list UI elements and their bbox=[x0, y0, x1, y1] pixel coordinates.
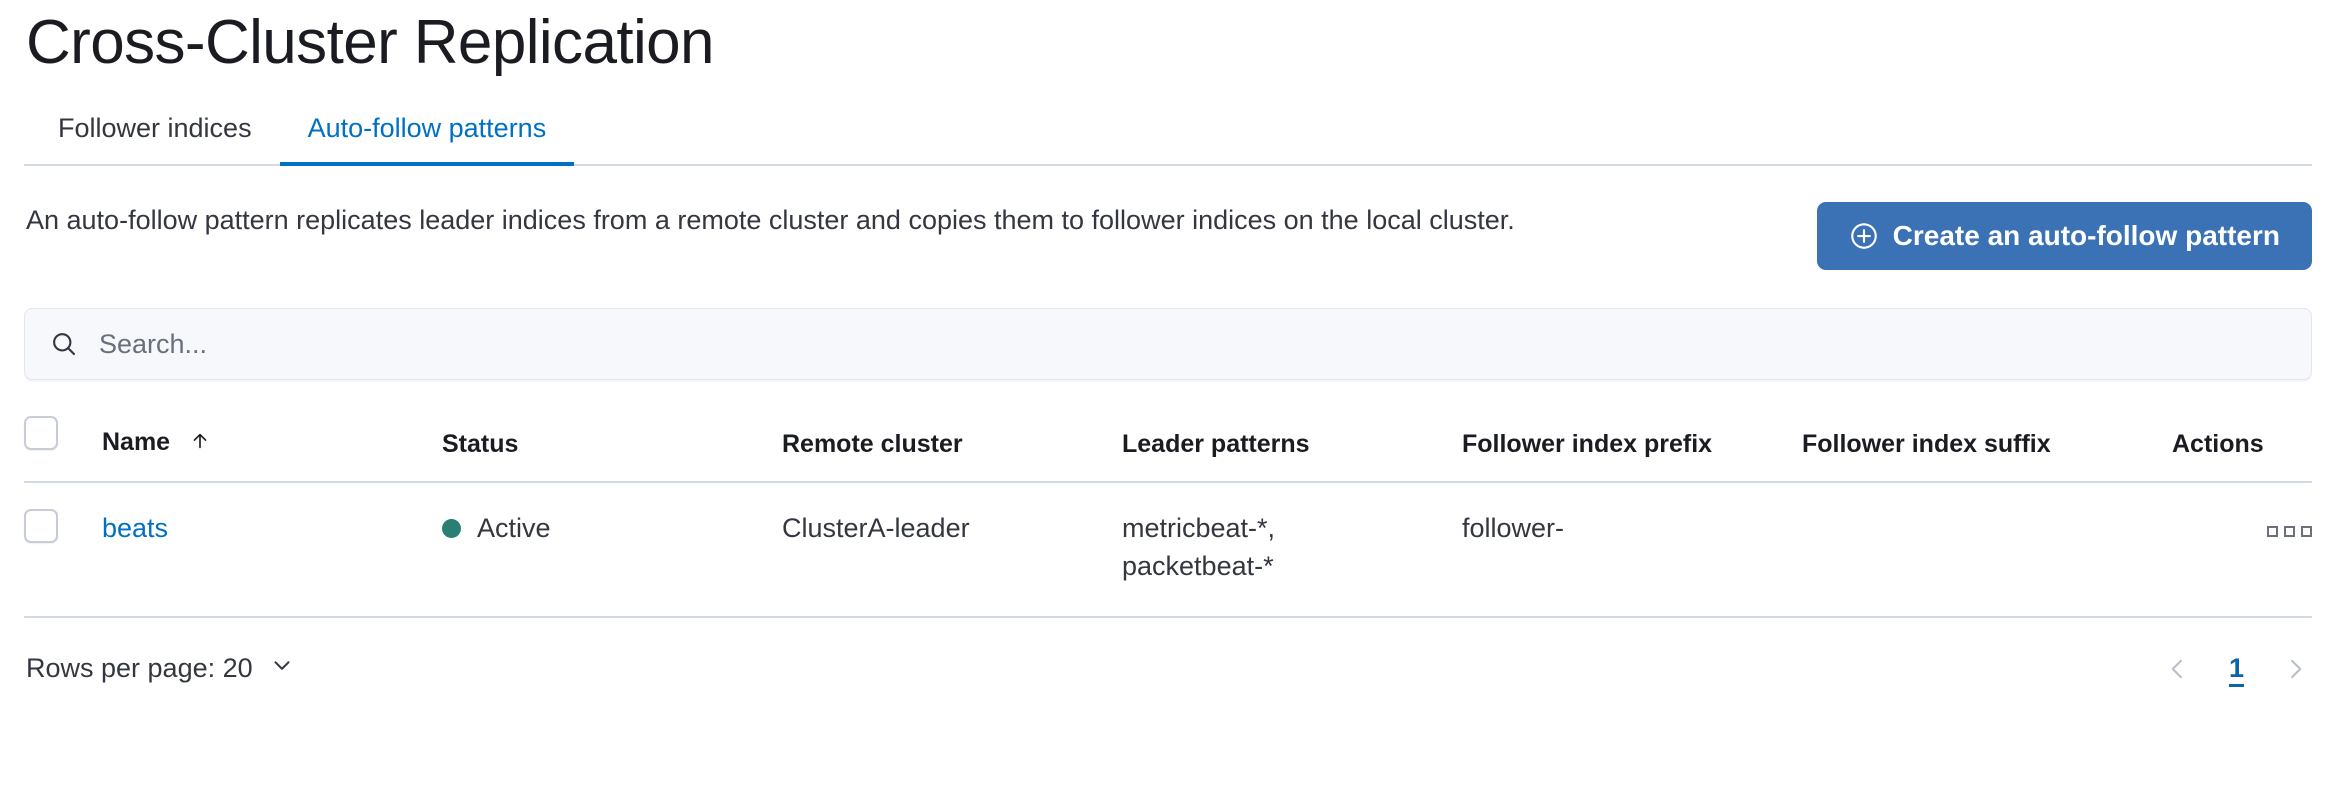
cell-actions bbox=[2172, 482, 2312, 618]
select-all-checkbox[interactable] bbox=[24, 416, 58, 451]
page-title: Cross-Cluster Replication bbox=[26, 8, 714, 77]
create-auto-follow-pattern-button[interactable]: Create an auto-follow pattern bbox=[1816, 202, 2312, 271]
pagination-page-1[interactable]: 1 bbox=[2228, 653, 2244, 684]
cell-follower-index-prefix: follower- bbox=[1462, 482, 1802, 618]
boxes-horizontal-icon[interactable] bbox=[2267, 520, 2312, 543]
status-badge: Active bbox=[477, 513, 551, 544]
column-header-name[interactable]: Name bbox=[102, 416, 442, 484]
cell-remote-cluster: ClusterA-leader bbox=[782, 482, 1122, 618]
search-icon bbox=[49, 329, 79, 359]
tab-follower-indices-label: Follower indices bbox=[58, 113, 252, 144]
column-header-leader-patterns[interactable]: Leader patterns bbox=[1122, 416, 1462, 484]
column-header-status[interactable]: Status bbox=[442, 416, 782, 484]
cell-leader-patterns: metricbeat-*, packetbeat-* bbox=[1122, 482, 1462, 618]
tab-bar: Follower indices Auto-follow patterns bbox=[24, 113, 2312, 167]
chevron-down-icon bbox=[269, 652, 295, 685]
create-auto-follow-pattern-label: Create an auto-follow pattern bbox=[1892, 220, 2280, 252]
status-dot-icon bbox=[442, 518, 461, 538]
plus-in-circle-icon bbox=[1849, 221, 1879, 251]
cell-status: Active bbox=[442, 482, 782, 618]
chevron-right-icon[interactable] bbox=[2278, 652, 2312, 686]
column-header-name-label: Name bbox=[102, 428, 171, 457]
auto-follow-patterns-table: Name Status Remote cluster Leader patter… bbox=[24, 416, 2312, 618]
chevron-left-icon[interactable] bbox=[2161, 652, 2195, 686]
select-all-header bbox=[24, 416, 102, 484]
pagination: 1 bbox=[2161, 652, 2312, 686]
column-header-follower-index-prefix[interactable]: Follower index prefix bbox=[1462, 416, 1802, 484]
tab-auto-follow-patterns-label: Auto-follow patterns bbox=[307, 113, 547, 144]
column-header-follower-index-suffix[interactable]: Follower index suffix bbox=[1802, 416, 2172, 484]
rows-per-page-label: Rows per page: 20 bbox=[26, 653, 253, 684]
rows-per-page-selector[interactable]: Rows per page: 20 bbox=[26, 652, 295, 685]
column-header-actions: Actions bbox=[2172, 416, 2312, 484]
description-row: An auto-follow pattern replicates leader… bbox=[24, 200, 2312, 271]
tab-follower-indices[interactable]: Follower indices bbox=[26, 115, 280, 164]
row-select-cell bbox=[24, 482, 102, 618]
search-input[interactable] bbox=[99, 309, 2287, 380]
page-description: An auto-follow pattern replicates leader… bbox=[26, 205, 1515, 236]
column-header-remote-cluster[interactable]: Remote cluster bbox=[782, 416, 1122, 484]
auto-follow-pattern-link[interactable]: beats bbox=[102, 513, 169, 544]
table-row: beats Active ClusterA-leader metricbeat-… bbox=[24, 482, 2312, 618]
tab-auto-follow-patterns[interactable]: Auto-follow patterns bbox=[279, 113, 575, 167]
search-bar[interactable] bbox=[24, 308, 2312, 381]
row-select-checkbox[interactable] bbox=[24, 509, 58, 544]
arrow-up-icon bbox=[189, 430, 211, 459]
table-header-row: Name Status Remote cluster Leader patter… bbox=[24, 416, 2312, 484]
table-footer: Rows per page: 20 1 bbox=[24, 652, 2312, 686]
cell-name: beats bbox=[102, 482, 442, 618]
cell-follower-index-suffix bbox=[1802, 482, 2172, 618]
